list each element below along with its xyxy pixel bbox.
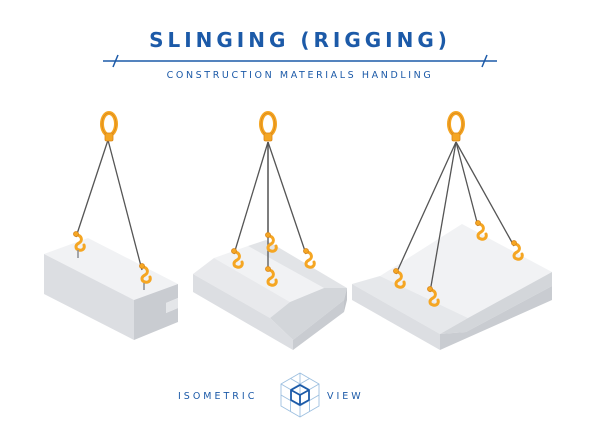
large-slab (352, 224, 552, 350)
illustration-lintel-block (44, 111, 178, 340)
isometric-cube-icon (280, 372, 320, 418)
lifting-ring-icon (100, 111, 118, 143)
trapezoid-slab (193, 240, 347, 350)
footer-label-right: VIEW (327, 391, 364, 402)
large-slab-ropes (395, 141, 515, 293)
header-rule (103, 54, 497, 68)
illustration-large-slab (352, 111, 552, 350)
lintel-block (44, 238, 178, 340)
footer-label-left: ISOMETRIC (178, 391, 258, 402)
lintel-ropes (75, 139, 143, 271)
hook-icon (302, 247, 316, 269)
page-subtitle: CONSTRUCTION MATERIALS HANDLING (166, 70, 434, 81)
illustration-trapezoid-slab (193, 111, 347, 350)
lifting-ring-icon (447, 111, 465, 143)
lifting-ring-icon (259, 111, 277, 143)
page-title: SLINGING (RIGGING) (149, 28, 451, 52)
